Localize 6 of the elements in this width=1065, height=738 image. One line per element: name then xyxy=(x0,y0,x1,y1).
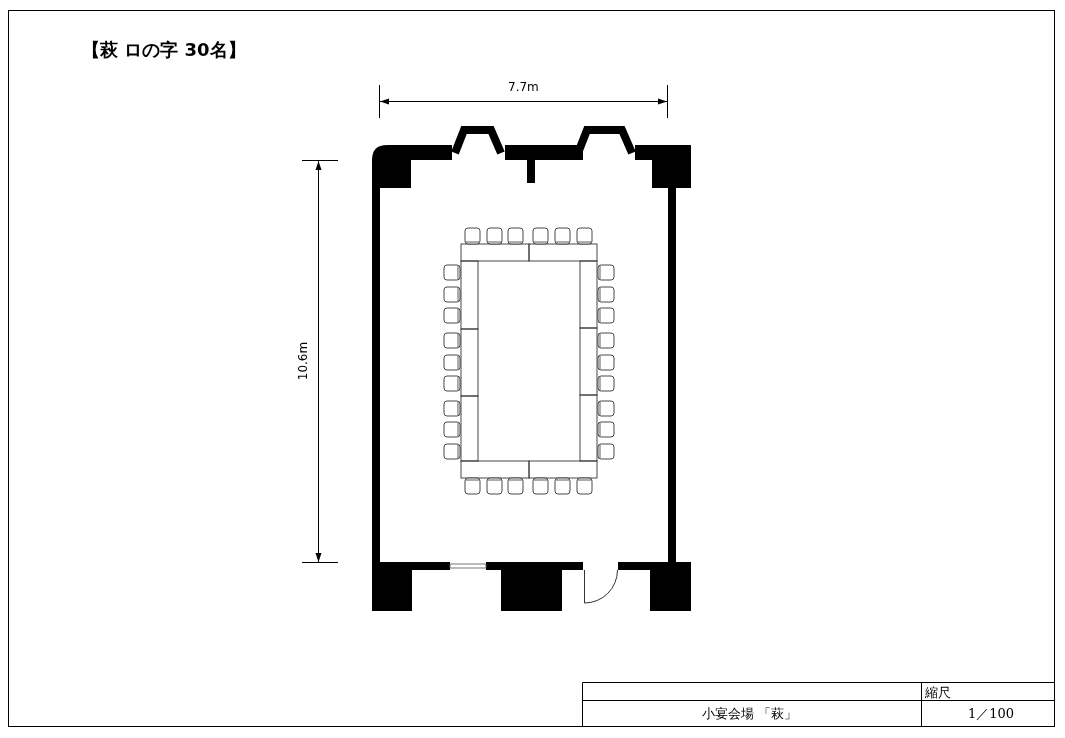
title: 【萩 ロの字 30名】 xyxy=(82,38,246,62)
dimension-label: 7.7m xyxy=(508,80,539,94)
scale-value: 1／100 xyxy=(968,705,1015,723)
scale-heading: 縮尺 xyxy=(925,684,951,702)
room-name: 小宴会場 「萩」 xyxy=(702,705,798,723)
dimension-label: 10.6m xyxy=(296,341,311,381)
